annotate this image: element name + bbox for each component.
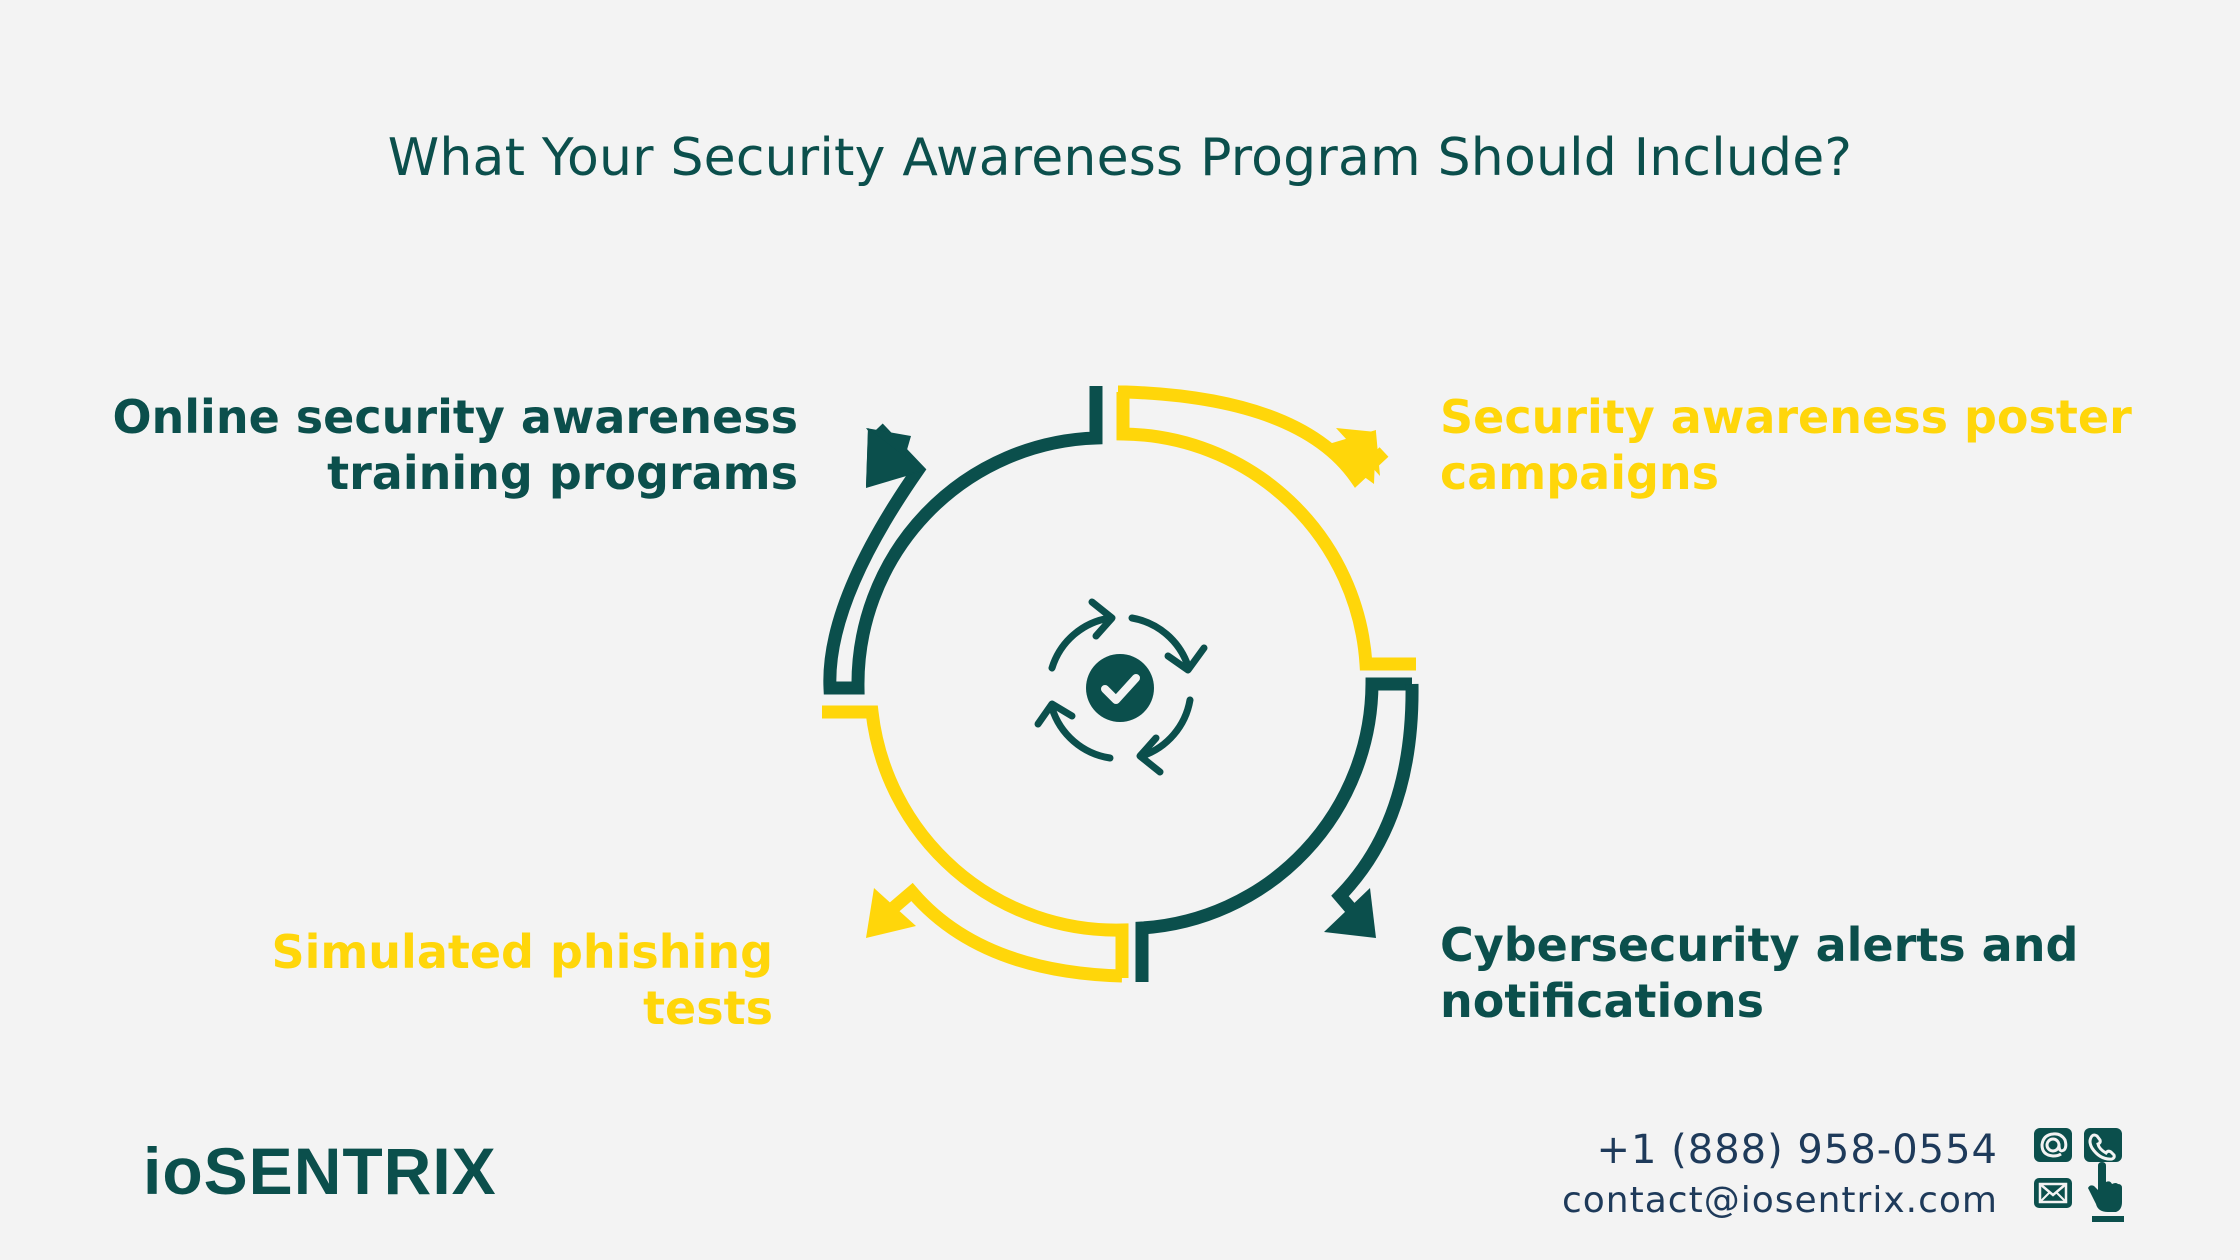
phone-icon <box>2084 1128 2122 1162</box>
item-phishing-tests: Simulated phishing tests <box>271 924 773 1036</box>
item-line: campaigns <box>1440 446 1720 500</box>
arrow-segment-top-left <box>823 386 1103 695</box>
arrow-segment-top-right <box>1116 385 1416 671</box>
contact-icons <box>2034 1128 2124 1222</box>
mail-icon <box>2034 1178 2072 1208</box>
page-title: What Your Security Awareness Program Sho… <box>387 128 1853 188</box>
email-address[interactable]: contact@iosentrix.com <box>1561 1180 1998 1221</box>
pointer-hand-icon <box>2088 1162 2124 1222</box>
item-line: Cybersecurity alerts and <box>1440 918 2079 972</box>
item-poster-campaigns: Security awareness poster campaigns <box>1440 389 2132 501</box>
phone-number[interactable]: +1 (888) 958-0554 <box>1596 1127 1998 1173</box>
item-line: Simulated phishing <box>271 925 773 979</box>
item-line: tests <box>643 981 773 1035</box>
cycle-check-icon <box>1034 598 1208 776</box>
contact-info: +1 (888) 958-0554 contact@iosentrix.com <box>1562 1124 1998 1226</box>
item-alerts-notifications: Cybersecurity alerts and notifications <box>1440 917 2078 1029</box>
item-line: Online security awareness <box>112 390 798 444</box>
item-line: training programs <box>327 446 798 500</box>
at-icon <box>2034 1128 2072 1162</box>
item-line: Security awareness poster <box>1440 390 2132 444</box>
arrow-segment-bottom-right <box>1135 677 1419 982</box>
brand-logo: ioSENTRIX <box>143 1134 497 1208</box>
arrow-segment-bottom-left <box>822 705 1129 983</box>
item-line: notifications <box>1440 974 1764 1028</box>
item-online-training: Online security awareness training progr… <box>112 389 798 501</box>
